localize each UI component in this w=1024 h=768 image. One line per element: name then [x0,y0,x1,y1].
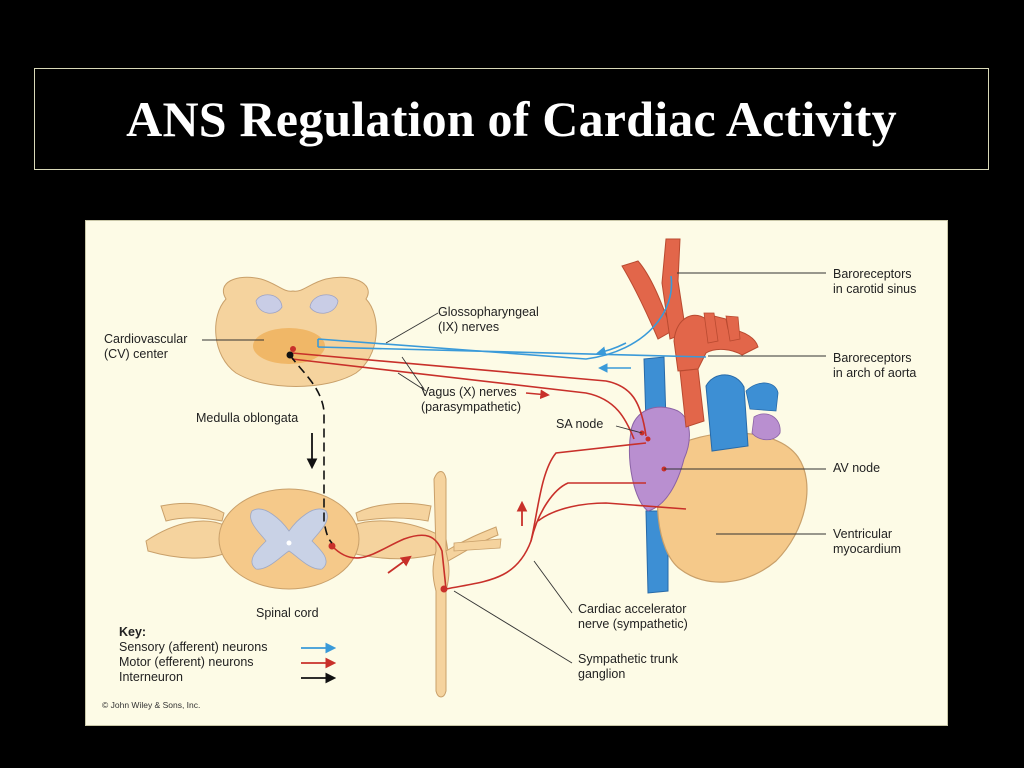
key-title: Key: [119,625,147,639]
copyright: © John Wiley & Sons, Inc. [102,700,201,710]
baroreceptors-aorta-label: Baroreceptors in arch of aorta [833,351,917,380]
vagus-label: Vagus (X) nerves (parasympathetic) [421,385,522,414]
key-interneuron: Interneuron [119,670,183,684]
diagram-panel: Cardiovascular (CV) center Glossopharyng… [85,220,948,726]
medulla-oblongata [215,276,377,387]
key-legend: Key: Sensory (afferent) neurons Motor (e… [119,625,267,685]
sa-node-label: SA node [556,417,604,431]
key-arrows [301,642,337,684]
heart [621,238,808,594]
sensory-pathways [317,275,707,373]
av-node-label: AV node [833,461,881,475]
spinal-cord-label: Spinal cord [256,606,319,620]
sympathetic-ganglion-label: Sympathetic trunk ganglion [578,652,679,681]
medulla-label: Medulla oblongata [196,411,299,425]
baroreceptors-carotid-label: Baroreceptors in carotid sinus [833,267,917,296]
title-box: ANS Regulation of Cardiac Activity [34,68,989,170]
ventricular-myocardium-label: Ventricular myocardium [833,527,902,556]
key-motor: Motor (efferent) neurons [119,655,254,669]
cardiac-accelerator-label: Cardiac accelerator nerve (sympathetic) [578,602,688,631]
sympathetic-trunk [432,471,502,698]
cardiac-regulation-diagram [145,238,826,698]
leader-lines [202,272,826,664]
glossopharyngeal-label: Glossopharyngeal (IX) nerves [438,305,539,334]
motor-pathways [290,346,687,593]
spinal-cord [145,488,449,590]
key-sensory: Sensory (afferent) neurons [119,640,268,654]
interneuron-pathway [286,351,333,544]
slide-title: ANS Regulation of Cardiac Activity [126,91,897,147]
cv-center-label: Cardiovascular (CV) center [104,332,188,361]
